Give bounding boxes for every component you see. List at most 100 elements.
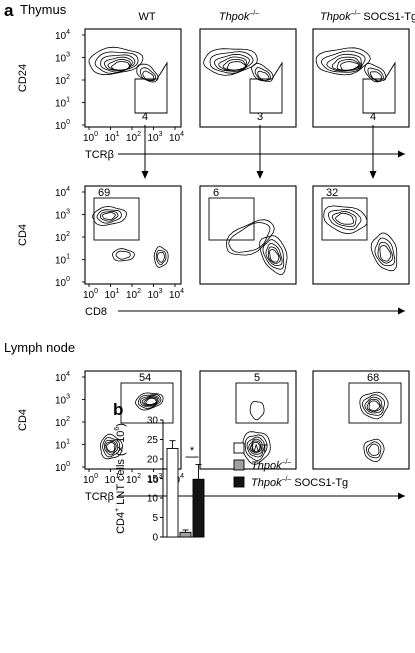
negative-population-contour [250,440,262,454]
cd8-population-contour [377,242,394,264]
negative-population-contour [251,441,261,452]
gate-value: 32 [326,187,338,199]
cd24-tail-contour [369,71,382,82]
flow-plot: 3 [199,28,297,179]
cd8-population-contour [374,237,396,267]
cd24-population-contour [213,53,250,72]
y-axis-label: CD4 [17,409,29,431]
cd4-population-contour [335,212,355,225]
negative-population-contour [106,441,116,452]
cd4-population-contour [141,396,159,406]
cd8-population-contour [379,245,392,262]
link-arrowhead [141,171,149,179]
column-header-socs1-name: SOCS1-Tg [363,11,415,23]
plot-frame [199,185,297,285]
legend-label: Thpok–/– [251,459,291,472]
y-tick-label: 100 [55,461,70,474]
cd24-tail-contour [142,70,155,81]
gate-box [208,197,255,241]
significance-marker: * [190,445,195,457]
cd4-population-contour [102,212,116,220]
link-arrowhead [256,171,264,179]
column-header-wt: WT [138,11,155,23]
y-tick-label: 103 [55,52,70,65]
column-header-socs1: Thpok–/–SOCS1-Tg [320,10,415,23]
plot-frame [312,185,410,285]
x-tick-label: 103 [148,131,163,144]
gate-box [120,382,174,424]
cd8-population-contour [262,239,285,270]
cd8-population-contour [153,246,169,268]
negative-population-contour [105,440,117,454]
panel-a-tag: a [4,1,14,20]
gate-value: 54 [139,372,151,384]
bar [166,448,179,538]
bar [179,531,192,538]
y-tick-label: 100 [55,276,70,289]
gate-box [348,382,402,424]
x-tick-label: 102 [126,473,141,486]
cd4-population-contour [99,210,119,222]
cd24-population-contour [320,50,366,73]
y-tick-label: 104 [55,29,70,42]
column-header-thpok-gene: Thpok [219,11,250,23]
cd8-population-contour [259,235,288,275]
negative-population-contour [367,443,380,456]
flow-plot: 4 [84,28,182,179]
bar-y-tick-label: 20 [147,455,159,466]
x-axis-arrowhead [398,150,405,158]
gate-value: 3 [257,111,263,123]
cd4-population-contour [364,396,383,414]
gate-polygon [249,61,283,114]
flow-plot: 32 [312,185,410,285]
cd24-population-contour [88,46,144,76]
gate-value: 6 [213,187,219,199]
cd24-tail-contour [257,70,270,82]
x-tick-label: 100 [83,131,98,144]
bar-y-tick-label: 25 [147,435,159,446]
x-tick-label: 101 [105,131,120,144]
bar-y-tick-label: 10 [147,494,159,505]
cd4-population-contour [135,392,164,411]
column-header-socs1-gene: Thpok [320,11,351,23]
y-tick-label: 103 [55,209,70,222]
negative-population-contour [244,434,268,461]
cd8-population-contour [269,249,280,263]
x-tick-label: 103 [148,288,163,301]
y-axis-label: CD4 [17,224,29,246]
bar [192,478,205,538]
bar-y-axis-label: CD4+ LNT cells (× 106) [114,423,127,534]
cd8-population-contour [157,251,165,263]
plot-frame [84,28,182,128]
x-tick-label: 104 [169,288,184,301]
flow-plot: 54 [84,370,182,470]
x-axis-arrowhead [398,492,405,500]
bar-y-tick-label: 0 [152,533,158,544]
flow-plot: 5 [199,370,297,470]
negative-population-contour [363,438,385,463]
cd4-population-contour [331,210,357,227]
plot-frame [84,370,182,470]
flow-row: CD4100101102103104100101102103104TCRβ545… [17,370,410,503]
bar-y-tick-label: 5 [152,513,158,524]
x-tick-label: 104 [169,131,184,144]
cd8-population-contour [267,246,281,265]
cd4-population-contour [143,397,157,406]
negative-population-contour [100,433,123,460]
negative-population-contour [366,441,382,459]
y-axis-label: CD24 [17,64,29,92]
cd24-population-contour [203,48,258,76]
cd4-population-contour [137,394,162,409]
cd24-population-contour [111,61,131,71]
x-axis-arrowhead [398,307,405,315]
gate-value: 5 [254,372,260,384]
cd8-population-contour [155,249,167,266]
x-tick-label: 100 [83,473,98,486]
gate-polygon [362,61,396,114]
cd4-population-contour [366,398,382,413]
gate-value: 4 [142,111,148,123]
x-tick-label: 100 [83,288,98,301]
x-tick-label: 102 [126,288,141,301]
